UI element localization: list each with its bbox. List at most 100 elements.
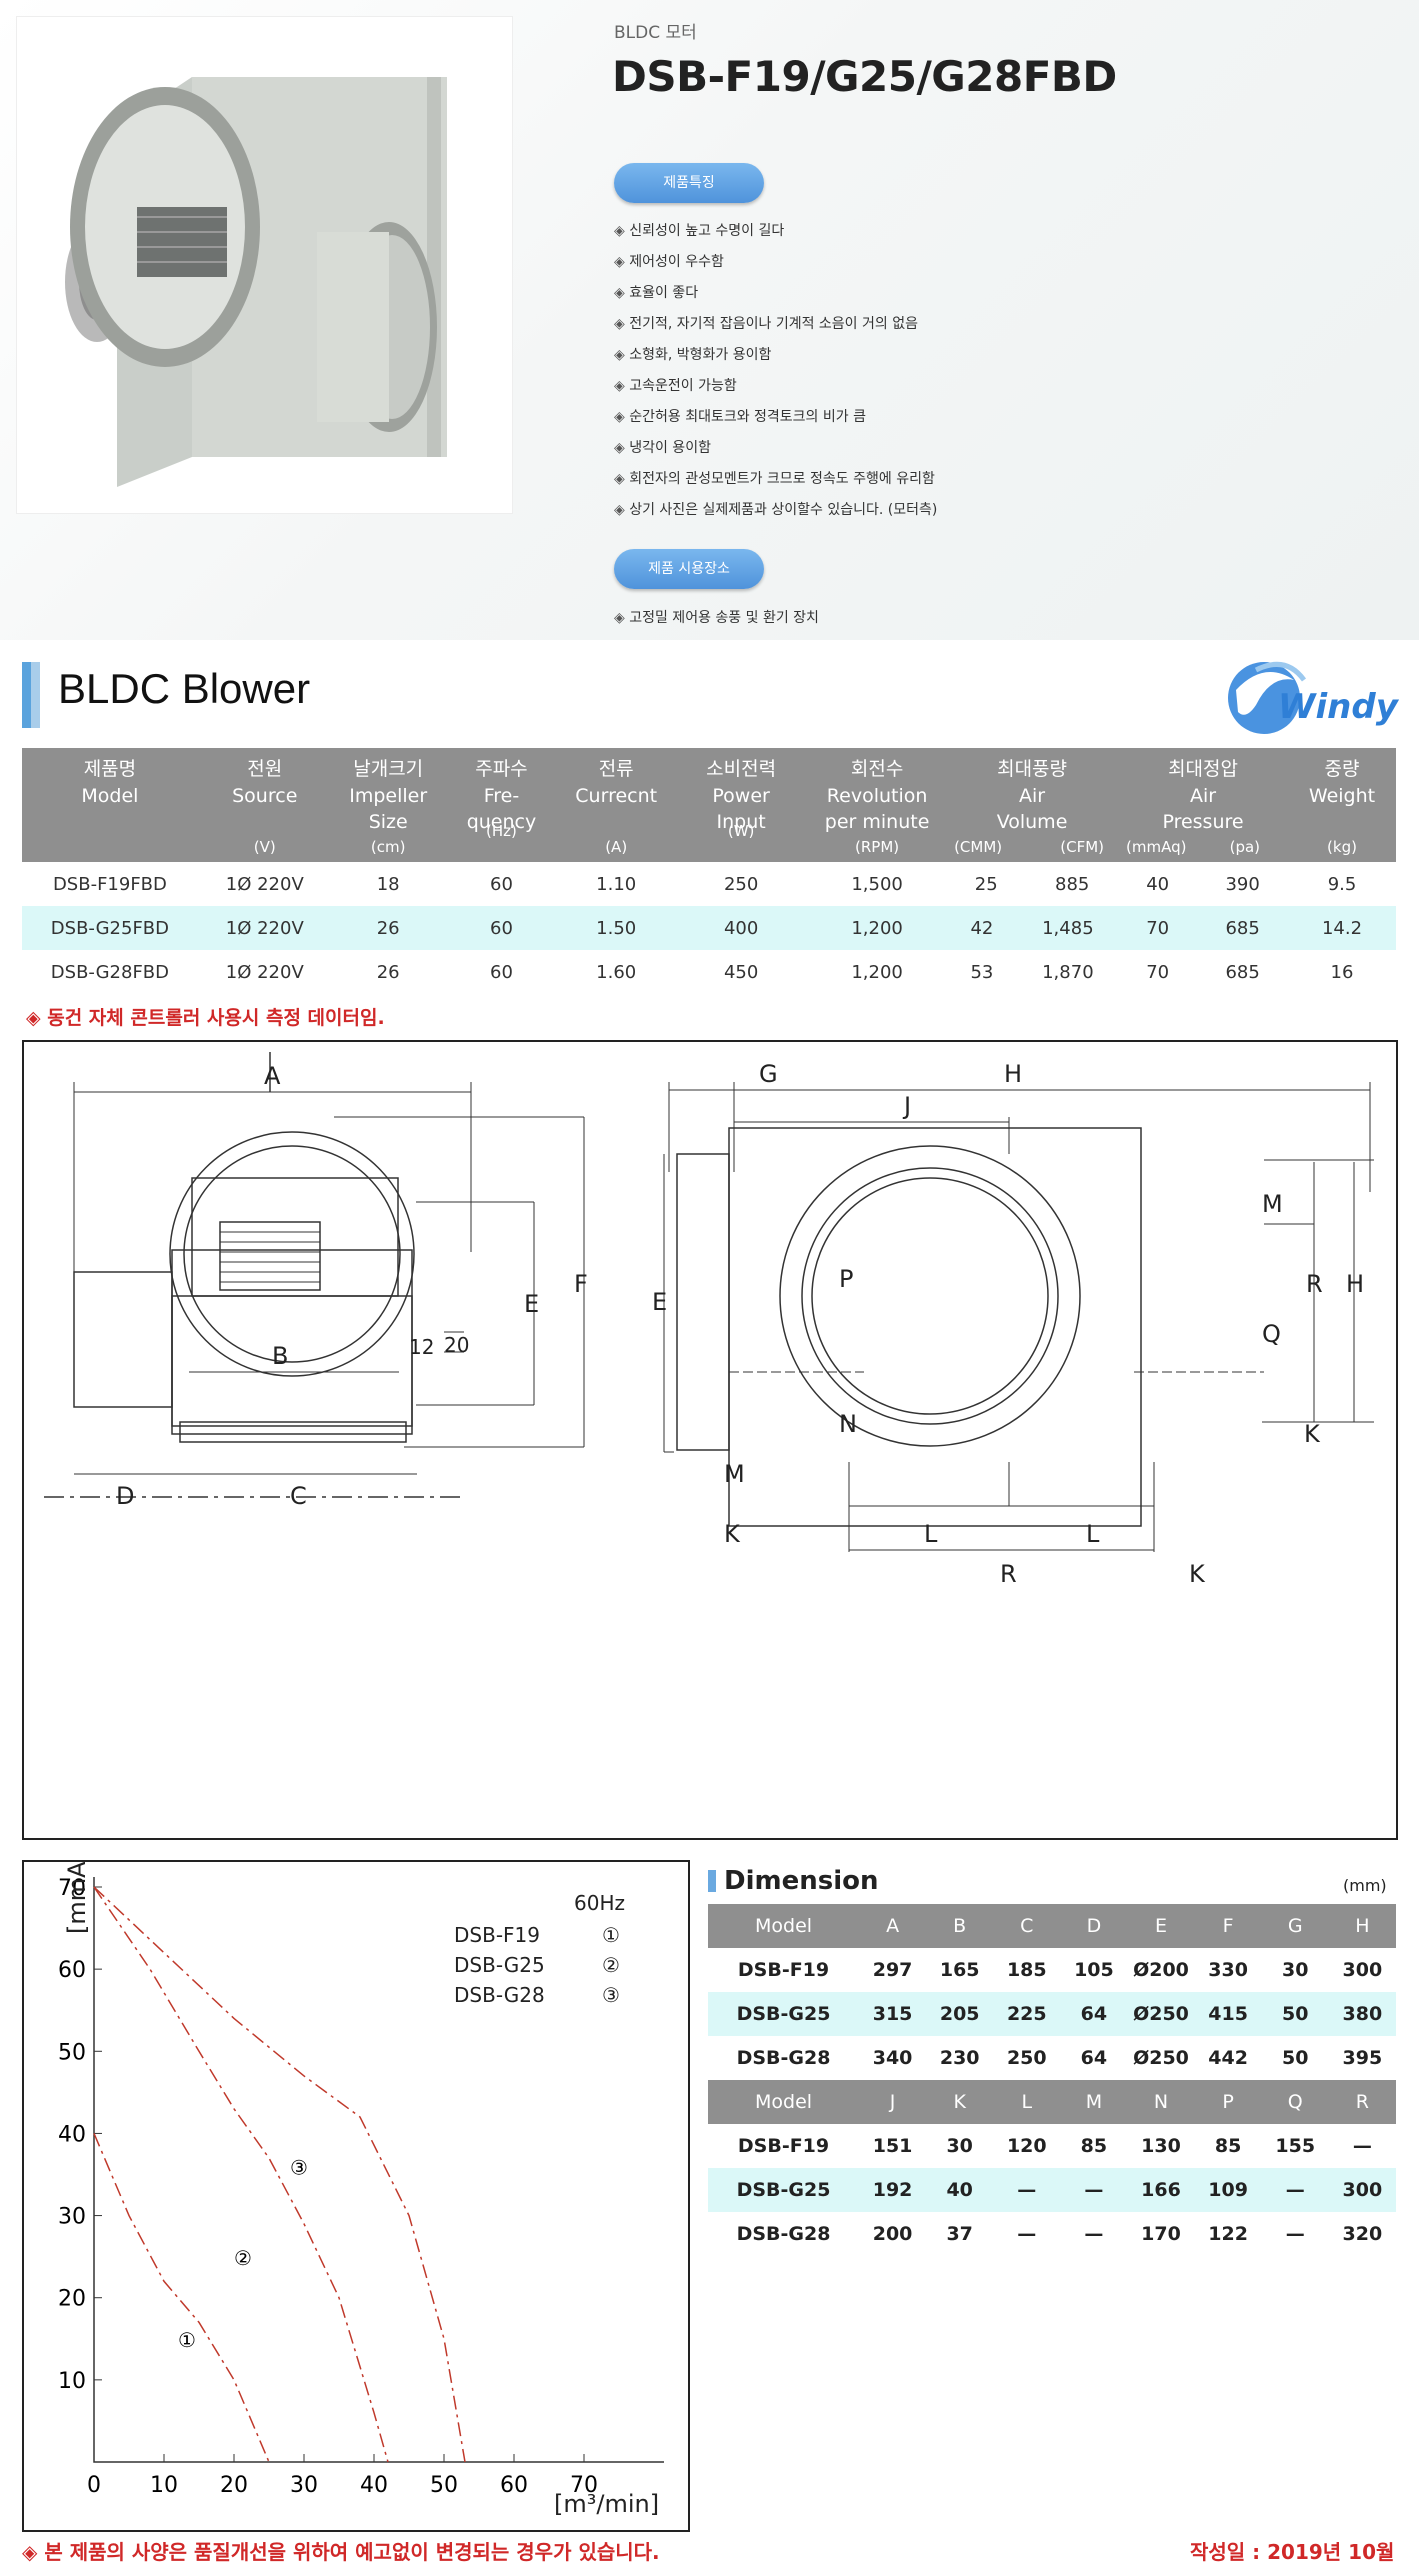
spec-cell: 1.10 xyxy=(596,873,637,895)
x-axis-label: [m³/min] xyxy=(554,2490,659,2518)
x-tick-label: 0 xyxy=(87,2473,101,2498)
spec-cell: 70 xyxy=(1146,917,1170,939)
y-tick-label: 40 xyxy=(58,2122,86,2147)
legend-marker-1: ① xyxy=(602,1923,620,1947)
label-20: 20 xyxy=(444,1333,469,1357)
label-m-left: M xyxy=(724,1460,745,1488)
dimension-cell: 30 xyxy=(946,2135,973,2157)
y-tick-label: 10 xyxy=(58,2369,86,2394)
dimension-cell: N xyxy=(1127,2080,1195,2124)
dimension-cell: 37 xyxy=(946,2223,973,2245)
label-e-left: E xyxy=(524,1290,539,1318)
spec-cell: 400 xyxy=(674,906,809,950)
dimension-cell: — xyxy=(1285,2223,1305,2245)
spec-cell: 42 xyxy=(970,917,994,939)
dimension-cell: 297 xyxy=(872,1959,913,1981)
x-tick-label: 70 xyxy=(570,2473,598,2498)
dimension-cell: 151 xyxy=(872,2135,913,2157)
dimension-cell: P xyxy=(1194,2080,1262,2124)
spec-cell: 1Ø 220V xyxy=(225,873,304,895)
spec-cell: 16 xyxy=(1330,961,1354,983)
spec-cell: 26 xyxy=(376,961,400,983)
spec-cell: 40 xyxy=(1146,873,1170,895)
dimension-cell: 185 xyxy=(1006,1959,1047,1981)
label-d: D xyxy=(116,1482,134,1510)
dimension-cell: 300 xyxy=(1328,2168,1396,2212)
dimension-cell: 40 xyxy=(926,2168,994,2212)
dimension-cell: 85 xyxy=(1080,2135,1108,2157)
dimension-cell: 315 xyxy=(859,1992,927,2036)
spec-cell: 60 xyxy=(490,873,513,895)
label-h-top: H xyxy=(1004,1060,1022,1088)
dimension-cell: Q xyxy=(1261,2080,1329,2124)
dimension-cell: 64 xyxy=(1080,2047,1108,2069)
spec-cell: 53 xyxy=(970,961,994,983)
label-q: Q xyxy=(1262,1320,1281,1348)
dimension-cell: B xyxy=(926,1904,994,1948)
usage-button[interactable]: 제품 시용장소 xyxy=(614,549,764,589)
x-tick-label: 10 xyxy=(150,2473,178,2498)
spec-cell: 25 xyxy=(974,873,998,895)
label-k-bottom: K xyxy=(1189,1560,1206,1588)
product-title: DSB-F19/G25/G28FBD xyxy=(612,52,1117,101)
feature-item: 고속운전이 가능함 xyxy=(614,371,937,402)
feature-item: 신뢰성이 높고 수명이 길다 xyxy=(614,216,937,247)
dimension-cell: G xyxy=(1261,1904,1329,1948)
dimension-cell: C xyxy=(993,1904,1061,1948)
dimension-cell: K xyxy=(926,2080,994,2124)
usage-item: 고정밀 제어용 송풍 및 환기 장치 xyxy=(614,603,819,634)
y-tick-label: 30 xyxy=(58,2205,86,2230)
dimension-cell: J xyxy=(859,2080,927,2124)
spec-cell: 885 xyxy=(1055,873,1090,895)
label-n: N xyxy=(839,1410,857,1438)
dimension-cell: 165 xyxy=(939,1959,980,1981)
x-tick-label: 30 xyxy=(290,2473,318,2498)
dimension-cell: A xyxy=(859,1904,927,1948)
spec-cell: DSB-G25FBD xyxy=(22,906,198,950)
dimension-cell: 122 xyxy=(1208,2223,1248,2245)
dimension-cell: 205 xyxy=(926,1992,994,2036)
dimension-cell: 380 xyxy=(1328,1992,1396,2036)
feature-item: 효율이 좋다 xyxy=(614,278,937,309)
section-marker xyxy=(22,662,40,728)
spec-cell: 1,870 xyxy=(1042,961,1094,983)
spec-pair-cell: 40 390 xyxy=(1118,862,1288,906)
dimension-cell: DSB-F19 xyxy=(737,2135,830,2157)
legend-name-1: DSB-F19 xyxy=(454,1923,540,1947)
spec-cell: 26 xyxy=(331,906,445,950)
series-marker-1: ① xyxy=(178,2328,196,2352)
footer-date: 작성일 : 2019년 10월 xyxy=(1190,2540,1395,2564)
spec-cell: 1.60 xyxy=(596,961,637,983)
dimension-cell: D xyxy=(1060,1904,1128,1948)
series-line-1 xyxy=(93,2133,270,2463)
spec-cell: 390 xyxy=(1225,873,1260,895)
feature-item: 소형화, 박형화가 용이함 xyxy=(614,340,937,371)
features-button[interactable]: 제품특징 xyxy=(614,163,764,203)
dimension-cell: M xyxy=(1060,2080,1128,2124)
dimension-cell: 166 xyxy=(1127,2168,1195,2212)
dimension-cell: Ø200 xyxy=(1133,1959,1189,1981)
label-k-left: K xyxy=(724,1520,741,1548)
label-e-right: E xyxy=(652,1288,667,1316)
dimension-cell: — xyxy=(1261,2168,1329,2212)
label-l-right: L xyxy=(1086,1520,1100,1548)
label-h-right: H xyxy=(1346,1270,1364,1298)
spec-cell: 250 xyxy=(723,873,759,895)
dimension-cell: DSB-G28 xyxy=(736,2223,831,2245)
series-marker-3: ③ xyxy=(290,2156,308,2180)
series-marker-2: ② xyxy=(234,2246,252,2270)
